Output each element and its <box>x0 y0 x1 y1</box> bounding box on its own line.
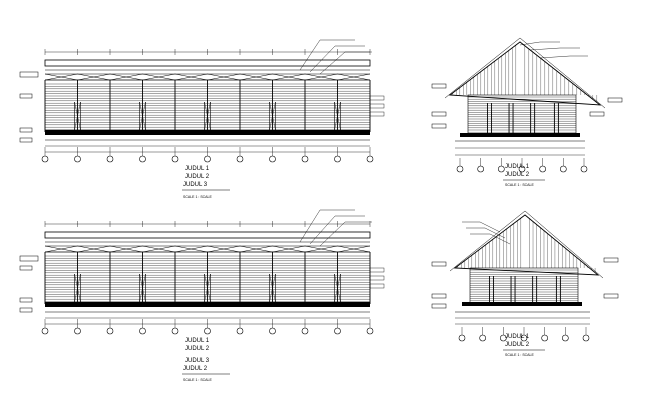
grid-bubbles <box>456 158 588 173</box>
grid-bubbles <box>41 147 374 163</box>
scale-label: SCALE 1 : SCALE <box>183 195 212 199</box>
grid-bubble <box>236 327 244 335</box>
roof-rafters <box>452 45 597 103</box>
grid-bubble <box>366 327 374 335</box>
grid-bubble <box>560 165 567 173</box>
grid-bubble <box>334 327 341 335</box>
level-markers <box>431 257 619 309</box>
level-markers <box>19 71 39 143</box>
grid-bubble <box>456 165 464 173</box>
grid-bubble <box>301 155 309 163</box>
top-dimension-ticks <box>44 49 371 55</box>
grid-bubble <box>498 165 505 173</box>
grid-bubble <box>500 334 507 342</box>
grid-bubbles <box>41 319 374 335</box>
columns <box>44 80 371 132</box>
grid-bubble <box>204 155 211 163</box>
title-line-3: JUDUL 3 <box>185 358 210 364</box>
grid-bubble <box>74 327 81 335</box>
grid-bubble <box>139 327 146 335</box>
long-elevation-bottom <box>19 209 385 335</box>
grid-bubble <box>520 334 528 342</box>
grid-bubble <box>236 155 244 163</box>
grid-bubble <box>106 327 114 335</box>
columns <box>44 252 371 304</box>
level-markers <box>19 255 39 313</box>
title-block-top-right: JUDUL 1 JUDUL 2 SCALE 1 : SCALE <box>503 164 545 187</box>
grid-bubble <box>477 165 484 173</box>
grid-bubble <box>171 327 179 335</box>
grid-bubble <box>106 155 114 163</box>
grid-bubble <box>41 327 49 335</box>
grid-bubble <box>139 155 146 163</box>
roof-rafters <box>457 218 596 273</box>
grid-bubble <box>458 334 466 342</box>
grid-bubble <box>269 327 276 335</box>
title-line-1: JUDUL 1 <box>185 166 210 172</box>
wall-siding <box>470 269 578 304</box>
grid-bubble <box>580 165 588 173</box>
grid-bubble <box>171 155 179 163</box>
grid-bubble <box>366 155 374 163</box>
grid-bubble <box>269 155 276 163</box>
gable-elevation-bottom <box>431 210 619 342</box>
long-elevation-top <box>19 39 385 163</box>
title-line-2: JUDUL 2 <box>505 342 530 348</box>
title-line-2: JUDUL 2 <box>185 346 210 352</box>
scale-label: SCALE 1 : SCALE <box>505 353 534 357</box>
wall-siding <box>468 96 576 135</box>
title-line-1: JUDUL 1 <box>185 338 210 344</box>
grid-bubble <box>562 334 569 342</box>
grid-bubble <box>204 327 211 335</box>
title-block-bottom-left: JUDUL 1 JUDUL 2 JUDUL 3 JUDUL 2 SCALE 1 … <box>182 338 230 382</box>
title-block-top-left: JUDUL 1 JUDUL 2 JUDUL 3 SCALE 1 : SCALE <box>182 166 230 199</box>
grid-bubble <box>301 327 309 335</box>
grid-bubble <box>41 155 49 163</box>
title-line-1: JUDUL 1 <box>505 164 530 170</box>
grid-bubbles <box>458 327 590 342</box>
grid-bubble <box>518 165 526 173</box>
title-block-bottom-right: JUDUL 1 JUDUL 2 SCALE 1 : SCALE <box>503 334 545 357</box>
title-line-2: JUDUL 2 <box>505 172 530 178</box>
grid-bubble <box>539 165 546 173</box>
annotation-leaders <box>462 221 511 245</box>
scale-label: SCALE 1 : SCALE <box>183 378 212 382</box>
level-markers <box>431 83 623 129</box>
truss-pattern <box>44 73 371 81</box>
annotation-leaders <box>299 39 385 117</box>
truss-pattern <box>44 245 371 253</box>
title-line-1: JUDUL 1 <box>505 334 530 340</box>
grid-bubble <box>582 334 590 342</box>
grid-bubble <box>541 334 548 342</box>
title-line-4: JUDUL 2 <box>183 366 208 372</box>
annotation-leaders <box>519 41 588 59</box>
title-line-2: JUDUL 2 <box>185 174 210 180</box>
grid-bubble <box>334 155 341 163</box>
scale-label: SCALE 1 : SCALE <box>505 183 534 187</box>
grid-bubble <box>74 155 81 163</box>
annotation-leaders <box>299 209 385 289</box>
grid-bubble <box>479 334 486 342</box>
title-line-3: JUDUL 3 <box>183 182 208 188</box>
gable-elevation-top <box>431 37 623 173</box>
